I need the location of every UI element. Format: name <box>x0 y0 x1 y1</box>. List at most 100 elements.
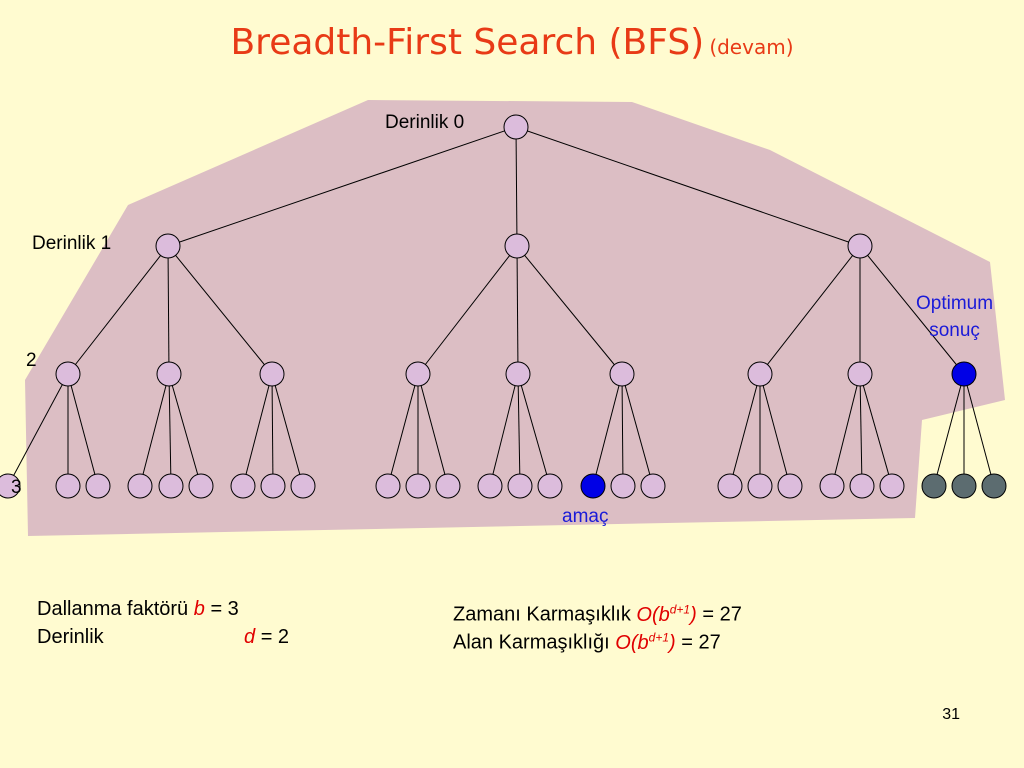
tree-node-depth3 <box>405 473 431 499</box>
tree-edge <box>621 373 654 487</box>
tree-edge <box>517 373 551 487</box>
tree-edge <box>67 373 99 487</box>
unexpanded-node <box>921 473 947 499</box>
tree-edge <box>729 373 761 487</box>
tree-node-depth2 <box>505 361 531 387</box>
branching-factor-line: Dallanma faktörü b = 3 <box>37 595 239 623</box>
page-number: 31 <box>942 706 960 723</box>
tree-node-depth3 <box>507 473 533 499</box>
tree-node-depth3 <box>0 473 21 499</box>
tree-edge <box>168 373 172 487</box>
tree-node-depth3 <box>849 473 875 499</box>
tree-edge <box>621 373 624 487</box>
tree-nodes <box>0 114 1007 499</box>
optimum-label-line1: Optimum <box>916 293 994 314</box>
tree-edge <box>859 245 965 375</box>
tree-edge <box>271 373 304 487</box>
tree-edge <box>417 373 449 487</box>
tree-node-depth3 <box>610 473 636 499</box>
tree-edge <box>139 373 170 487</box>
time-formula: O(bd+1) <box>636 602 697 626</box>
tree-edge <box>67 245 169 375</box>
goal-node <box>580 473 606 499</box>
space-label: Alan Karmaşıklığı <box>453 631 610 654</box>
tree-node-depth2 <box>55 361 81 387</box>
tree-edge <box>168 373 202 487</box>
tree-edge <box>516 245 519 375</box>
depth-2-label: 2 <box>26 350 37 371</box>
unexpanded-node <box>981 473 1007 499</box>
time-complexity-line: Zamanı Karmaşıklık O(bd+1) = 27 <box>453 595 742 629</box>
tree-node-depth3 <box>188 473 214 499</box>
depth-line: Derinlik d = 2 <box>37 623 289 651</box>
tree-edge <box>963 373 995 487</box>
tree-edge <box>831 373 861 487</box>
branching-eq: = 3 <box>210 598 239 620</box>
space-result: = 27 <box>681 631 721 654</box>
tree-node-depth3 <box>477 473 503 499</box>
slide-title: Breadth-First Search (BFS) (devam) <box>0 22 1024 63</box>
tree-edge <box>517 373 521 487</box>
space-formula: O(bd+1) <box>615 630 676 654</box>
title-sub: (devam) <box>709 35 794 59</box>
depth-var: d <box>244 626 256 648</box>
tree-edge <box>592 373 623 487</box>
tree-edge <box>7 373 69 487</box>
tree-edges <box>7 126 995 487</box>
tree-node-depth3 <box>879 473 905 499</box>
tree-edge <box>242 373 273 487</box>
tree-node-depth3 <box>158 473 184 499</box>
tree-node-depth3 <box>819 473 845 499</box>
goal-label: amaç <box>562 506 609 527</box>
tree-node-depth3 <box>435 473 461 499</box>
optimum-label-line2: sonuç <box>929 320 980 341</box>
tree-node-root <box>503 114 529 140</box>
tree-edge <box>271 373 274 487</box>
space-complexity-line: Alan Karmaşıklığı O(bd+1) = 27 <box>453 623 721 657</box>
tree-edge <box>417 245 518 375</box>
tree-node-depth3 <box>230 473 256 499</box>
optimum-label: Optimum sonuç <box>916 290 993 344</box>
tree-node-depth2 <box>156 361 182 387</box>
depth-label: Derinlik <box>37 626 104 648</box>
tree-node-depth3 <box>55 473 81 499</box>
depth-eq: = 2 <box>260 626 290 648</box>
branching-var: b <box>193 598 205 620</box>
tree-node-depth3 <box>375 473 401 499</box>
tree-node-depth3 <box>85 473 111 499</box>
tree-node-depth1 <box>155 233 181 259</box>
tree-node-depth3 <box>717 473 743 499</box>
tree-edge <box>167 245 273 375</box>
tree-edge <box>759 245 861 375</box>
tree-edge <box>515 126 861 247</box>
tree-node-depth2 <box>847 361 873 387</box>
tree-node-depth3 <box>777 473 803 499</box>
depth-1-label: Derinlik 1 <box>32 233 112 254</box>
tree-node-depth3 <box>640 473 666 499</box>
tree-node-depth3 <box>537 473 563 499</box>
title-main: Breadth-First Search (BFS) <box>230 22 705 63</box>
tree-node-depth1 <box>847 233 873 259</box>
tree-node-depth2 <box>405 361 431 387</box>
branching-label: Dallanma faktörü <box>37 598 189 620</box>
tree-edge <box>387 373 419 487</box>
explored-region <box>25 100 1005 536</box>
tree-edge <box>515 126 518 247</box>
time-label: Zamanı Karmaşıklık <box>453 603 631 626</box>
tree-edge <box>167 245 170 375</box>
tree-node-depth1 <box>504 233 530 259</box>
tree-node-depth3 <box>260 473 286 499</box>
tree-node-depth2 <box>259 361 285 387</box>
depth-3-label: 3 <box>11 477 22 498</box>
tree-node-depth3 <box>290 473 316 499</box>
tree-edge <box>859 373 863 487</box>
tree-edge <box>516 245 623 375</box>
tree-node-depth2 <box>747 361 773 387</box>
tree-edge <box>489 373 519 487</box>
tree-edge <box>167 126 517 247</box>
tree-node-depth3 <box>127 473 153 499</box>
unexpanded-node <box>951 473 977 499</box>
tree-node-depth3 <box>747 473 773 499</box>
optimum-node <box>951 361 977 387</box>
